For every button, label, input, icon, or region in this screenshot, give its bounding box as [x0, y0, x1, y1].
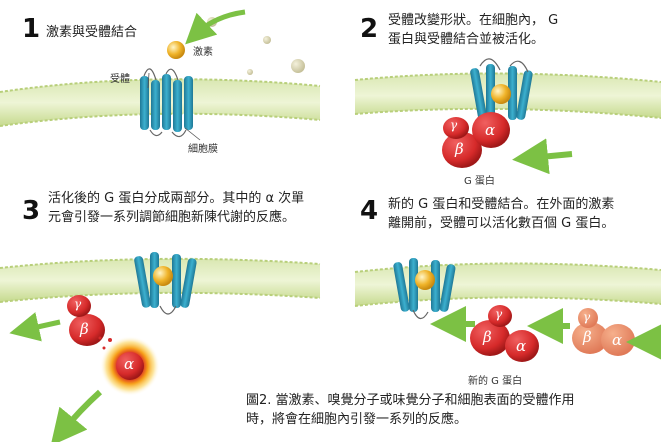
- receptor-label: 受體: [110, 74, 130, 85]
- step-4-text-line2: 離開前，受體可以活化數百個 G 蛋白。: [388, 216, 615, 231]
- step-4-number: 4: [360, 196, 379, 226]
- step-2-text-line2: 蛋白與受體結合並被活化。: [388, 32, 545, 47]
- alpha-label: α: [485, 121, 496, 139]
- particle: [98, 336, 102, 340]
- alpha-subunit: [116, 352, 144, 380]
- hormone-ball: [491, 84, 511, 104]
- gamma-label: γ: [583, 310, 591, 324]
- beta-label: β: [80, 320, 89, 338]
- beta-gamma-dimer-panel-3: [67, 295, 105, 346]
- alpha-label: α: [516, 337, 527, 355]
- receptor-panel-2: [470, 58, 533, 120]
- hormone-ball: [415, 270, 435, 290]
- particle: [102, 346, 106, 350]
- alpha-label: α: [124, 355, 135, 373]
- arrow-icon: [185, 9, 246, 45]
- g-protein-label: G 蛋白: [464, 176, 495, 187]
- arrow-icon: [512, 138, 573, 175]
- receptor-panel-1: [140, 68, 193, 138]
- figure-caption-line2: 時，將會在細胞內引發一系列的反應。: [246, 412, 468, 427]
- gamma-label: γ: [495, 307, 503, 321]
- hormone-ball: [167, 41, 185, 59]
- new-g-protein-panel-4: [470, 305, 539, 362]
- faded-g-protein-panel-4: [572, 308, 635, 356]
- hormone-label: 激素: [193, 47, 213, 58]
- step-3-text-line2: 元會引發一系列調節細胞新陳代謝的反應。: [48, 210, 296, 225]
- g-protein-panel-2: [442, 112, 510, 168]
- molecule-ball: [247, 69, 253, 75]
- receptor-panel-4: [393, 258, 456, 320]
- step-2-text-line1: 受體改變形狀。在細胞內， G: [388, 13, 559, 28]
- step-3-number: 3: [22, 196, 41, 226]
- step-4-text-line1: 新的 G 蛋白和受體結合。在外面的激素: [388, 197, 615, 212]
- hormone-ball: [153, 266, 173, 286]
- arrow-icon: [9, 312, 61, 342]
- new-g-protein-label: 新的 G 蛋白: [468, 376, 523, 387]
- gamma-label: γ: [74, 297, 82, 311]
- beta-label: β: [483, 328, 492, 346]
- gamma-label: γ: [450, 118, 458, 132]
- molecule-ball: [263, 36, 271, 44]
- molecule-ball: [291, 59, 305, 73]
- alpha-label: α: [612, 331, 623, 349]
- receptor-pointer: [147, 72, 150, 89]
- membrane-pointer: [184, 127, 201, 141]
- step-1-number: 1: [22, 14, 41, 44]
- step-1-text: 激素與受體結合: [46, 25, 138, 40]
- particle: [108, 338, 112, 342]
- beta-label: β: [455, 140, 464, 158]
- membrane-label: 細胞膜: [188, 144, 218, 155]
- step-2-number: 2: [360, 14, 379, 44]
- beta-label: β: [583, 328, 592, 346]
- figure-caption-line1: 圖2. 當激素、嗅覺分子或味覺分子和細胞表面的受體作用: [246, 393, 575, 408]
- step-3-text-line1: 活化後的 G 蛋白分成兩部分。其中的 α 次單: [48, 191, 305, 206]
- arrow-icon: [50, 389, 103, 442]
